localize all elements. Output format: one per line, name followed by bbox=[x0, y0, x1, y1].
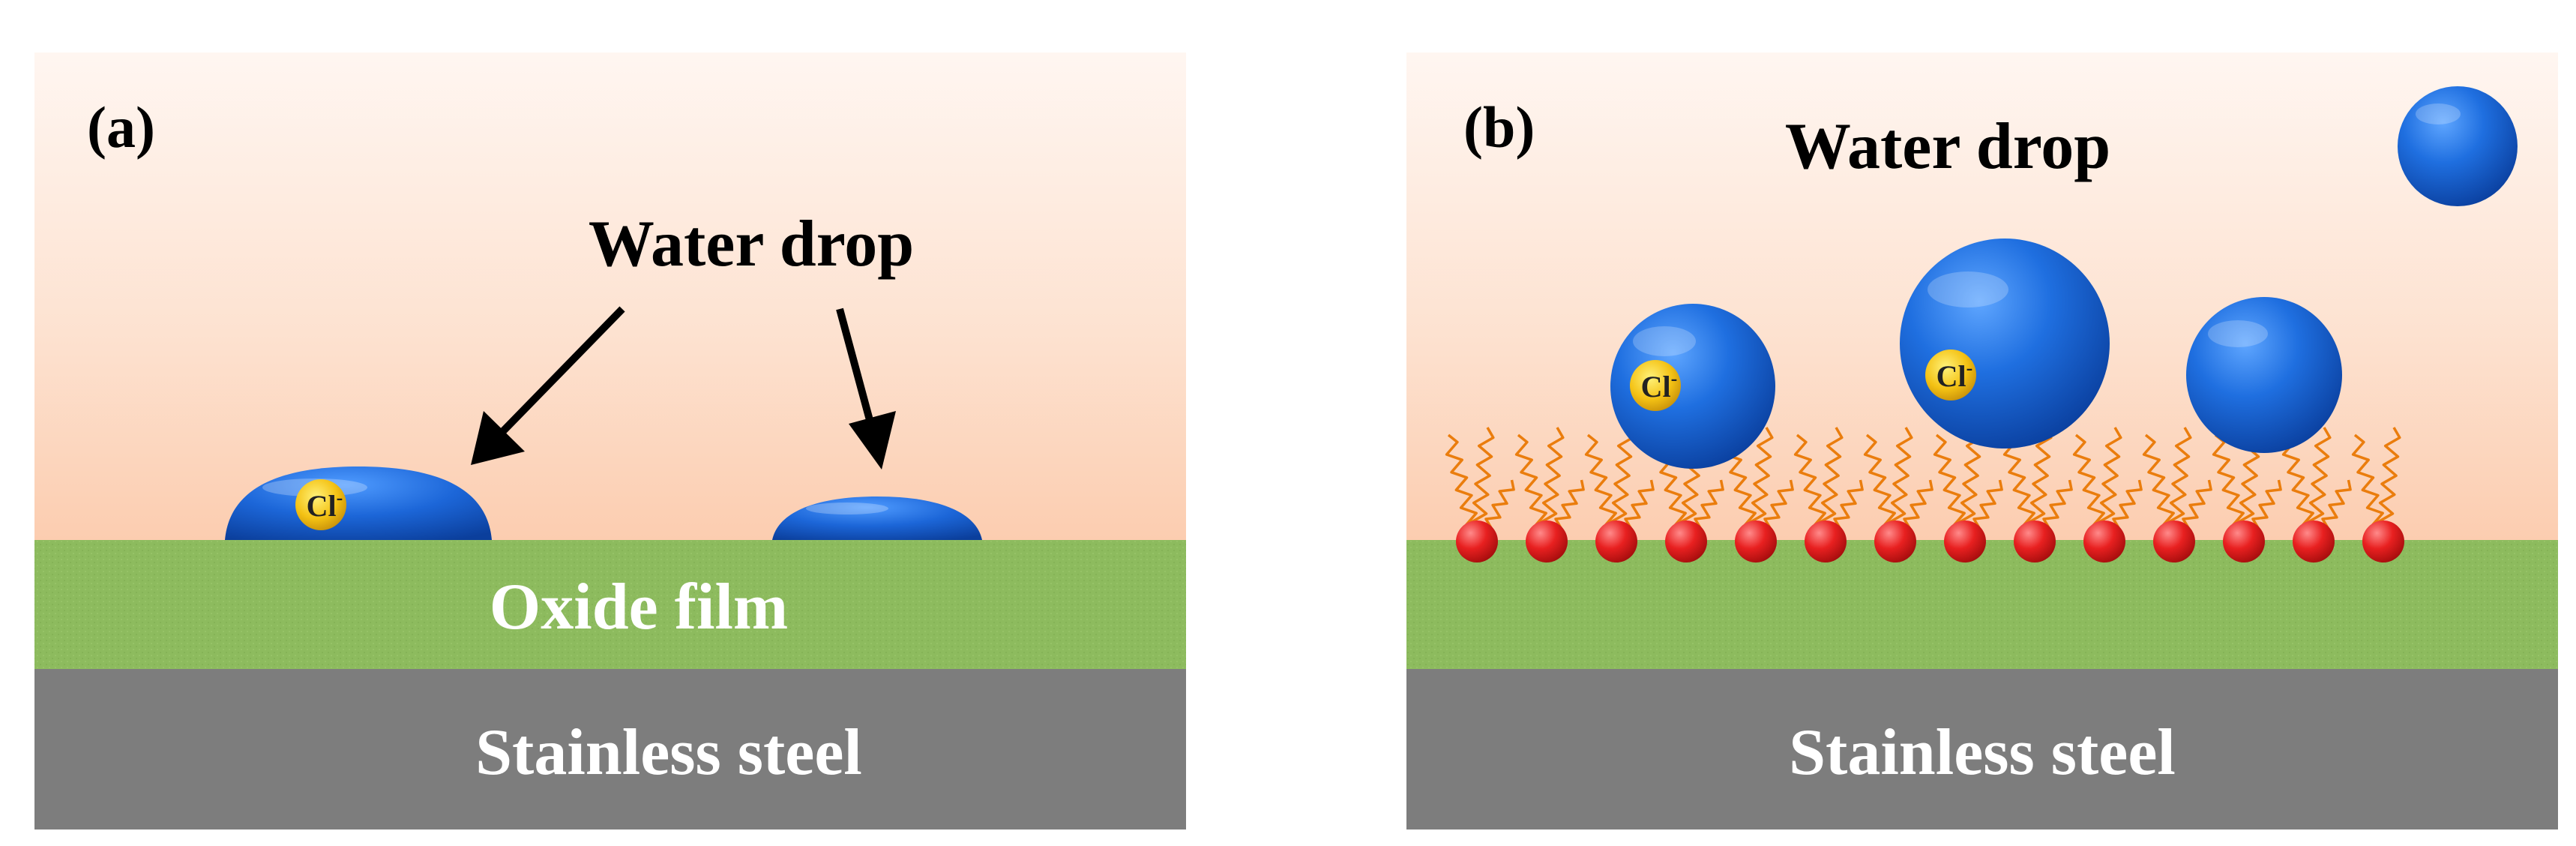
panel-a-chloride-label: Cl- bbox=[307, 487, 343, 523]
anchor-atom-11 bbox=[2153, 520, 2195, 562]
anchor-atom-8 bbox=[1944, 520, 1986, 562]
panel-a-label: (a) bbox=[87, 94, 155, 160]
anchor-atom-14 bbox=[2362, 520, 2404, 562]
panel-b-label: (b) bbox=[1463, 94, 1535, 160]
anchor-atom-12 bbox=[2223, 520, 2265, 562]
panel-a-arrow-left bbox=[498, 306, 625, 436]
anchor-atom-2 bbox=[1526, 520, 1568, 562]
anchor-atom-13 bbox=[2293, 520, 2335, 562]
panel-b-water-drop-4 bbox=[2398, 86, 2518, 206]
panel-a-chloride-ion: Cl- bbox=[295, 479, 346, 530]
panel-a-arrow-left-head bbox=[471, 411, 525, 465]
panel-a: Cl- (a) Water drop Oxide film Stainless … bbox=[34, 52, 1186, 830]
panel-a-water-drop-left bbox=[225, 466, 492, 540]
panel-b-oxide-film bbox=[1406, 540, 2558, 669]
panel-b-water-drop-2 bbox=[1900, 238, 2110, 448]
anchor-atom-1 bbox=[1456, 520, 1498, 562]
panel-a-water-drop-right bbox=[772, 496, 982, 540]
anchor-atom-5 bbox=[1735, 520, 1777, 562]
panel-b-water-drop-1 bbox=[1610, 304, 1775, 469]
panel-a-water-drop-right-highlight bbox=[806, 502, 888, 514]
panel-b: Cl- Cl- (b) Water drop Stainless steel bbox=[1406, 52, 2558, 830]
panel-a-water-drop-label: Water drop bbox=[589, 208, 914, 280]
panel-a-oxide-film bbox=[34, 540, 1186, 669]
panel-b-chloride-ion-1: Cl- bbox=[1630, 360, 1681, 411]
anchor-atom-10 bbox=[2083, 520, 2125, 562]
anchor-atom-9 bbox=[2014, 520, 2056, 562]
panel-a-stainless-steel-label: Stainless steel bbox=[475, 716, 862, 789]
anchor-atom-6 bbox=[1805, 520, 1847, 562]
panel-b-stainless-steel-label: Stainless steel bbox=[1789, 716, 2176, 789]
anchor-atom-4 bbox=[1665, 520, 1707, 562]
panel-b-chloride-label-1: Cl- bbox=[1641, 368, 1678, 404]
panel-b-stainless-steel bbox=[1406, 669, 2558, 830]
panel-a-oxide-film-label: Oxide film bbox=[490, 571, 788, 644]
panel-b-chloride-label-2: Cl- bbox=[1936, 357, 1973, 393]
panel-b-water-drop-3 bbox=[2186, 297, 2342, 453]
panel-b-chloride-ion-2: Cl- bbox=[1925, 350, 1976, 400]
panel-b-water-drop-label: Water drop bbox=[1785, 110, 2110, 183]
anchor-atom-3 bbox=[1595, 520, 1637, 562]
panel-b-anchor-atoms bbox=[1456, 520, 2404, 562]
panel-a-arrow-right bbox=[836, 308, 873, 422]
anchor-atom-7 bbox=[1874, 520, 1916, 562]
panel-a-background bbox=[34, 52, 1186, 540]
panel-a-stainless-steel bbox=[34, 669, 1186, 830]
panel-a-arrow-right-head bbox=[849, 411, 896, 470]
